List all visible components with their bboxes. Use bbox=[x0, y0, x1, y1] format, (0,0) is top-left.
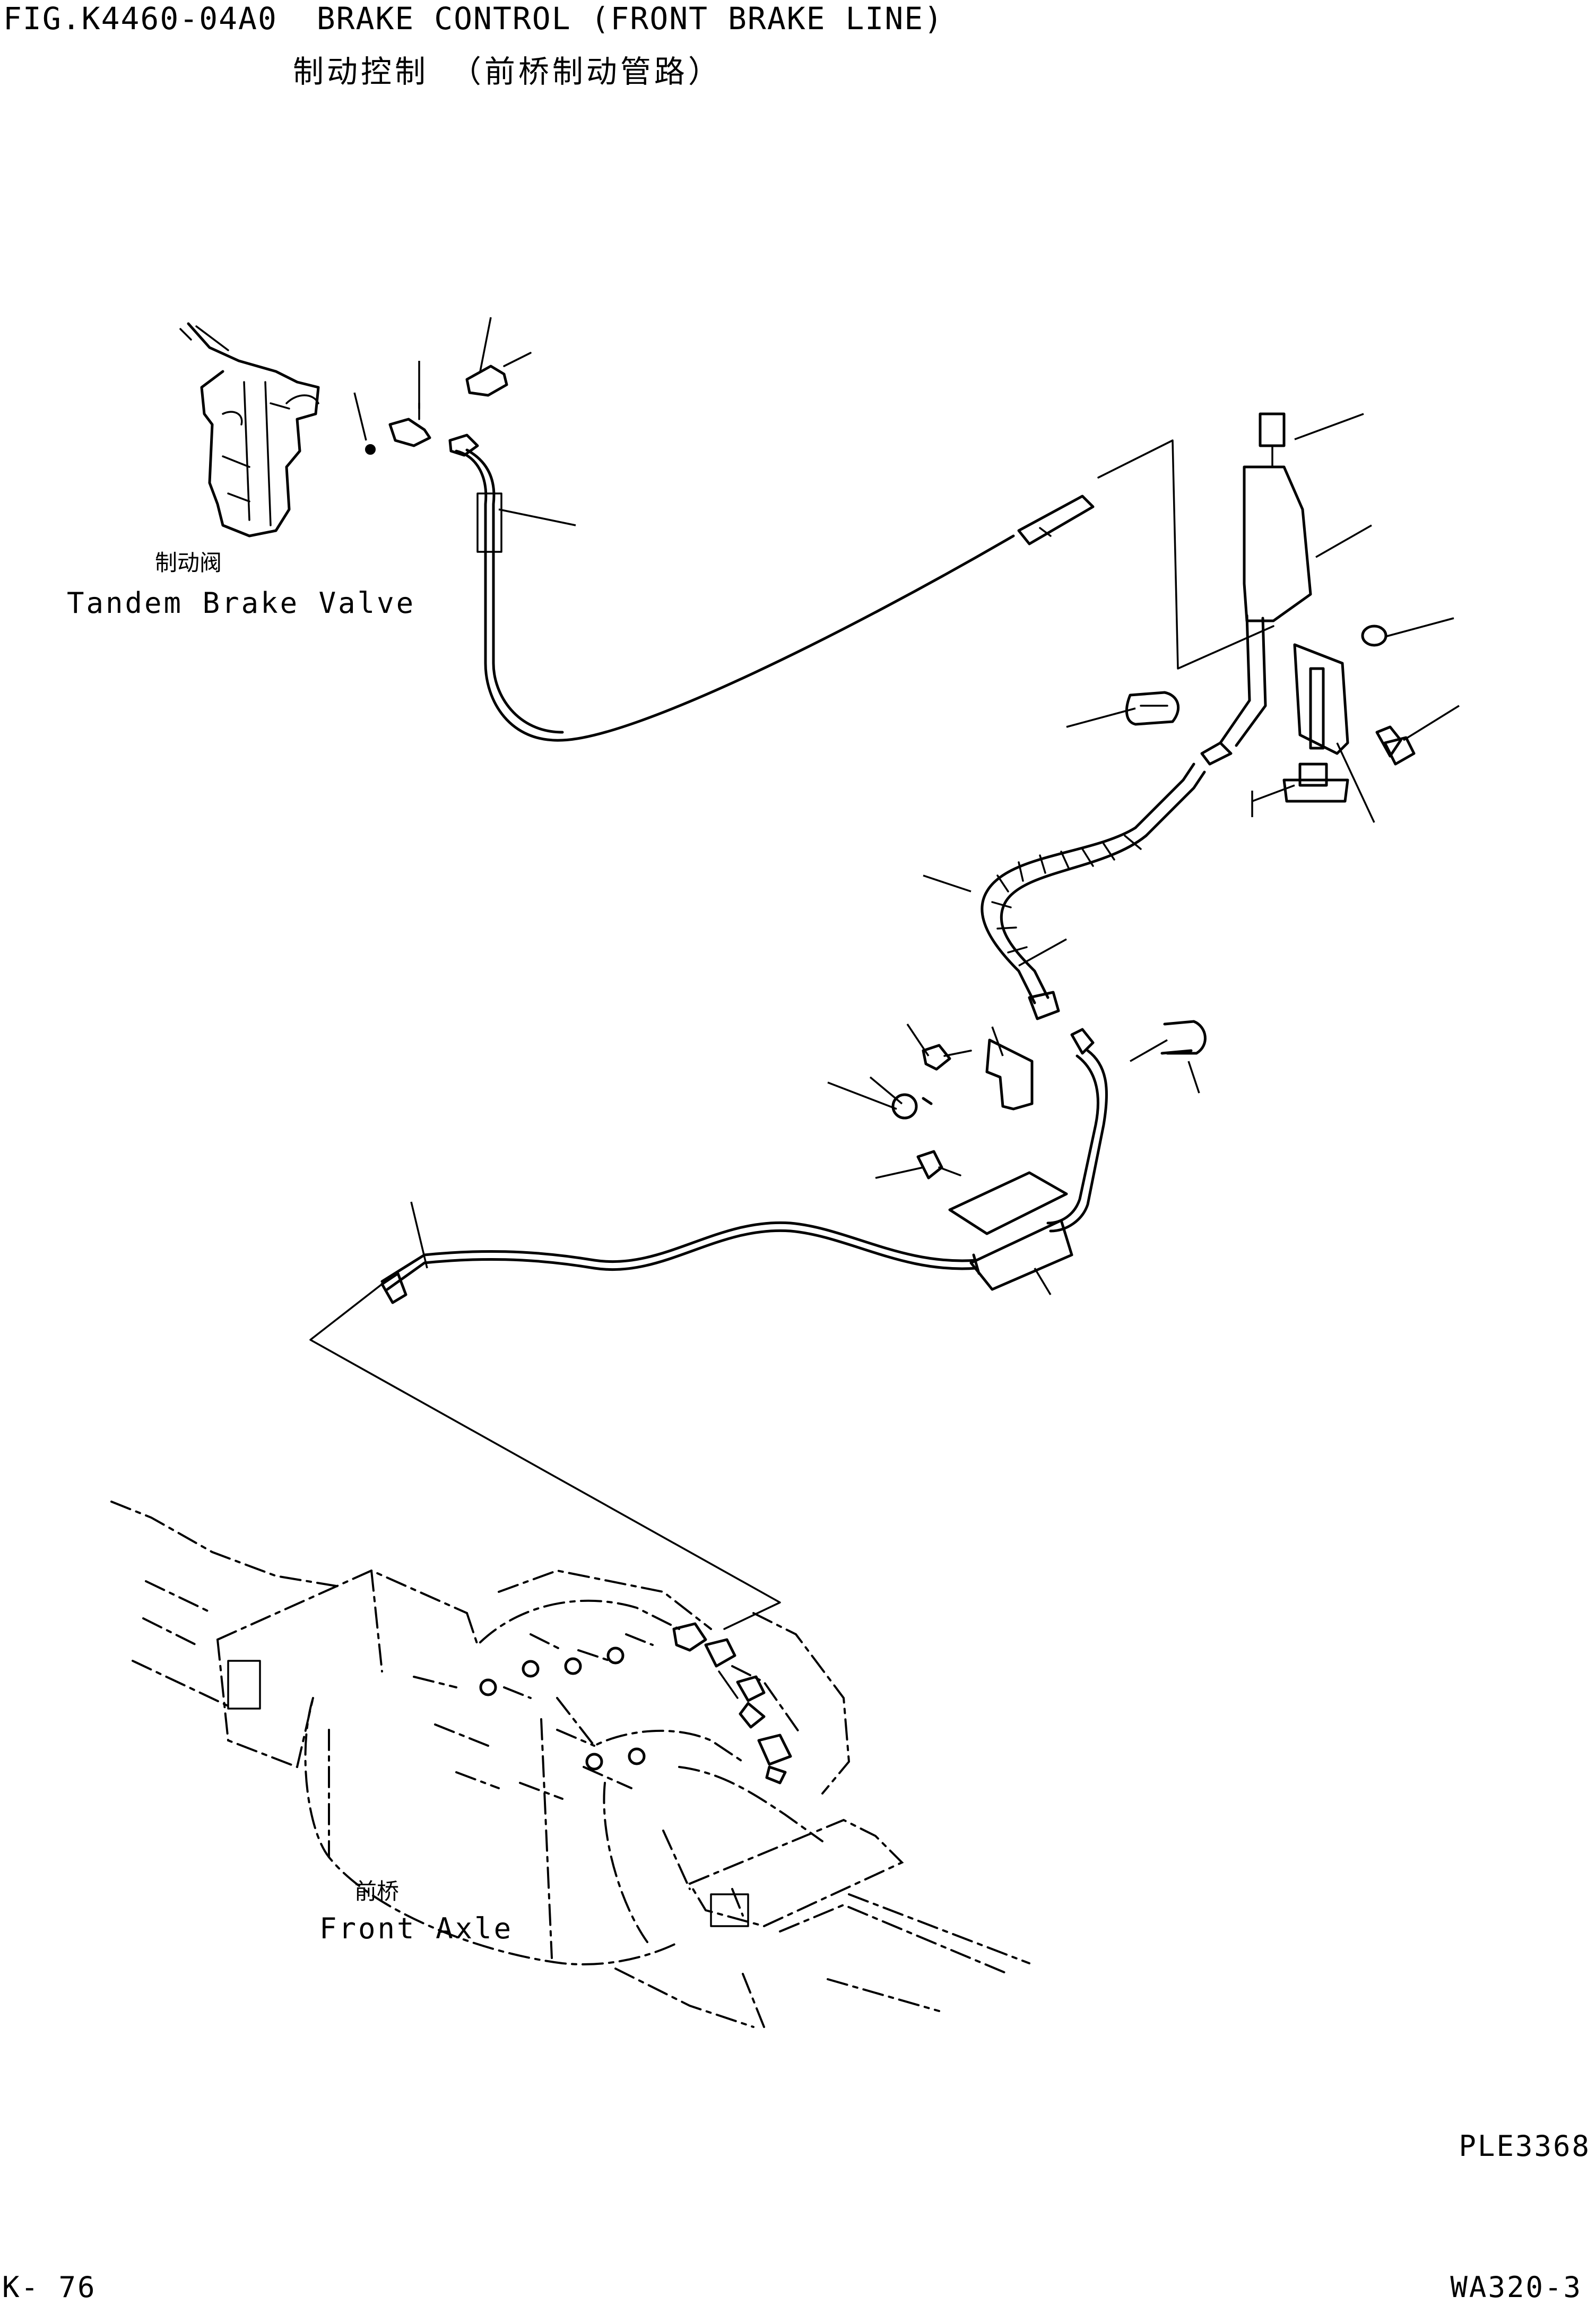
pipe-route-outline bbox=[1097, 439, 1274, 670]
tandem-brake-valve-label-chinese: 制动阀 bbox=[155, 550, 222, 576]
valve-fittings bbox=[365, 352, 532, 457]
leader-line bbox=[1252, 784, 1295, 802]
model-number: WA320-3 bbox=[1450, 2271, 1582, 2304]
flexible-brake-hose bbox=[981, 762, 1206, 1020]
tandem-brake-valve-label: Tandem Brake Valve bbox=[67, 586, 416, 620]
front-axle-label: Front Axle bbox=[319, 1912, 514, 1945]
leader-line bbox=[1403, 705, 1460, 741]
leader-line bbox=[1018, 938, 1067, 967]
tandem-brake-valve bbox=[179, 322, 320, 538]
leader-line bbox=[906, 1024, 930, 1056]
leader-line bbox=[1034, 1268, 1052, 1295]
leader-line bbox=[1294, 413, 1364, 440]
figure-title: FIG.K4460-04A0 BRAKE CONTROL (FRONT BRAK… bbox=[3, 1, 944, 37]
axle-connection-outline bbox=[309, 1283, 781, 1630]
leader-line bbox=[1187, 1061, 1200, 1094]
upper-brake-pipe bbox=[455, 448, 1095, 742]
front-axle bbox=[110, 1501, 1030, 2028]
leader-line bbox=[923, 874, 972, 892]
front-axle-label-chinese: 前桥 bbox=[354, 1878, 400, 1904]
leader-line bbox=[410, 1201, 428, 1269]
leader-line bbox=[1336, 742, 1375, 823]
figure-title-chinese: 制动控制 （前桥制动管路） bbox=[293, 54, 722, 90]
leader-line bbox=[869, 1076, 903, 1105]
leader-line bbox=[1315, 524, 1372, 558]
leader-line bbox=[991, 1026, 1004, 1056]
page-number: K- 76 bbox=[2, 2271, 97, 2304]
leader-line bbox=[875, 1166, 924, 1179]
leader-line bbox=[479, 317, 492, 372]
leader-line bbox=[353, 392, 367, 441]
leader-line bbox=[1130, 1039, 1168, 1062]
upper-right-bracket bbox=[1125, 412, 1416, 803]
leader-line bbox=[498, 508, 576, 526]
lower-brake-pipe bbox=[380, 1049, 1108, 1304]
leader-line bbox=[1384, 617, 1454, 638]
drawing-code: PLE3368 bbox=[1459, 2129, 1591, 2163]
axle-brake-fittings bbox=[227, 1622, 792, 1927]
leader-line bbox=[1066, 707, 1136, 728]
pipe-clamp-plate bbox=[948, 1171, 1073, 1291]
leader-line bbox=[827, 1081, 897, 1110]
